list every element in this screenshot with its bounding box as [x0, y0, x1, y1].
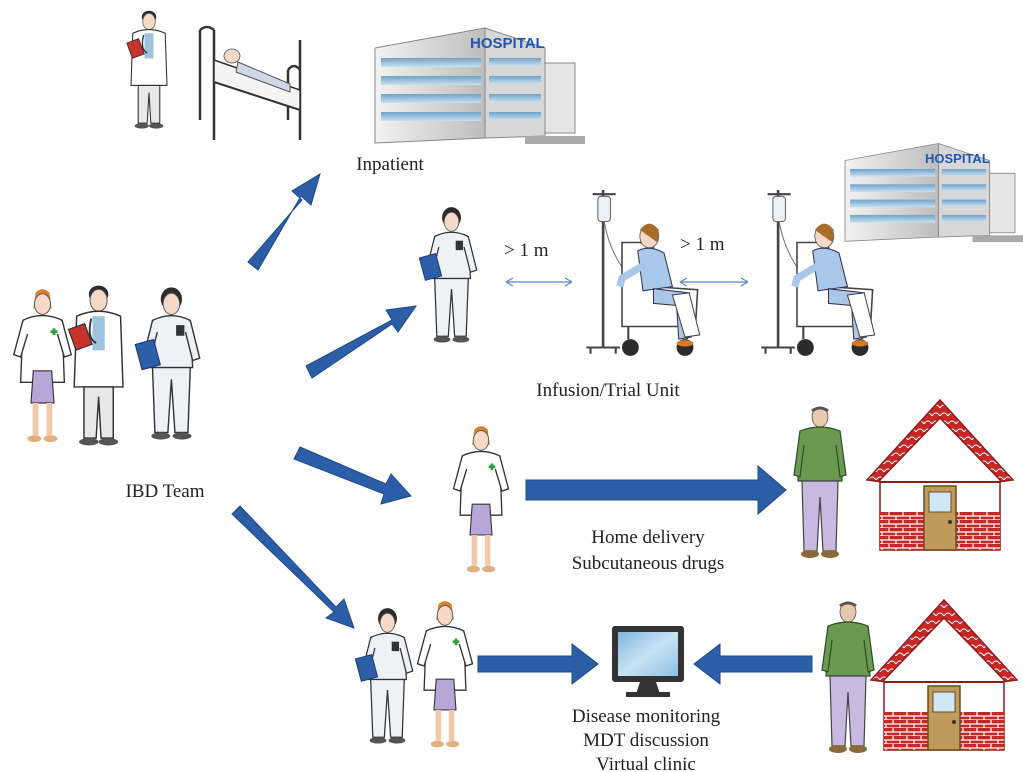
hospital-sign-2: HOSPITAL — [925, 151, 990, 166]
team-arrows — [231, 172, 418, 629]
patient-figure-2 — [820, 600, 876, 755]
house-1 — [866, 399, 1014, 551]
inpatient-doctor-figure — [126, 10, 168, 130]
infusion-chair-1 — [586, 190, 699, 356]
subcutaneous-label: Subcutaneous drugs — [572, 553, 725, 574]
arrow-to-virtual — [231, 505, 355, 629]
infusion-nurse-figure — [418, 206, 478, 344]
arrow-patient-to-monitor — [693, 642, 813, 686]
arrow-to-infusion — [305, 305, 418, 379]
distance-label-1: > 1 m — [504, 240, 549, 261]
home-delivery-doctor-figure — [454, 426, 509, 572]
virtual-clinic-label: Virtual clinic — [596, 754, 696, 772]
inpatient-label: Inpatient — [356, 154, 424, 175]
mdt-discussion-label: MDT discussion — [583, 730, 709, 751]
distance-arrow-2 — [679, 277, 749, 287]
hospital-building-2: HOSPITAL — [844, 143, 1023, 243]
virtual-clinic-team-figures — [354, 601, 472, 747]
hospital-building-1: HOSPITAL — [374, 27, 586, 145]
home-delivery-label: Home delivery — [591, 527, 705, 548]
house-2 — [870, 599, 1018, 751]
computer-monitor-icon — [612, 626, 684, 697]
ibd-team-label: IBD Team — [125, 481, 204, 502]
arrow-team-to-monitor — [477, 642, 599, 686]
hospital-sign-1: HOSPITAL — [470, 35, 545, 52]
infusion-unit-label: Infusion/Trial Unit — [536, 380, 680, 401]
disease-monitoring-label: Disease monitoring — [572, 706, 721, 727]
ibd-team-figures — [14, 284, 201, 447]
arrow-to-home-delivery — [293, 446, 412, 505]
hospital-bed — [198, 25, 302, 140]
distance-arrow-1 — [505, 277, 573, 287]
distance-label-2: > 1 m — [680, 234, 725, 255]
patient-figure-1 — [792, 405, 848, 560]
arrow-home-delivery — [525, 464, 787, 516]
arrow-to-inpatient — [247, 172, 321, 271]
